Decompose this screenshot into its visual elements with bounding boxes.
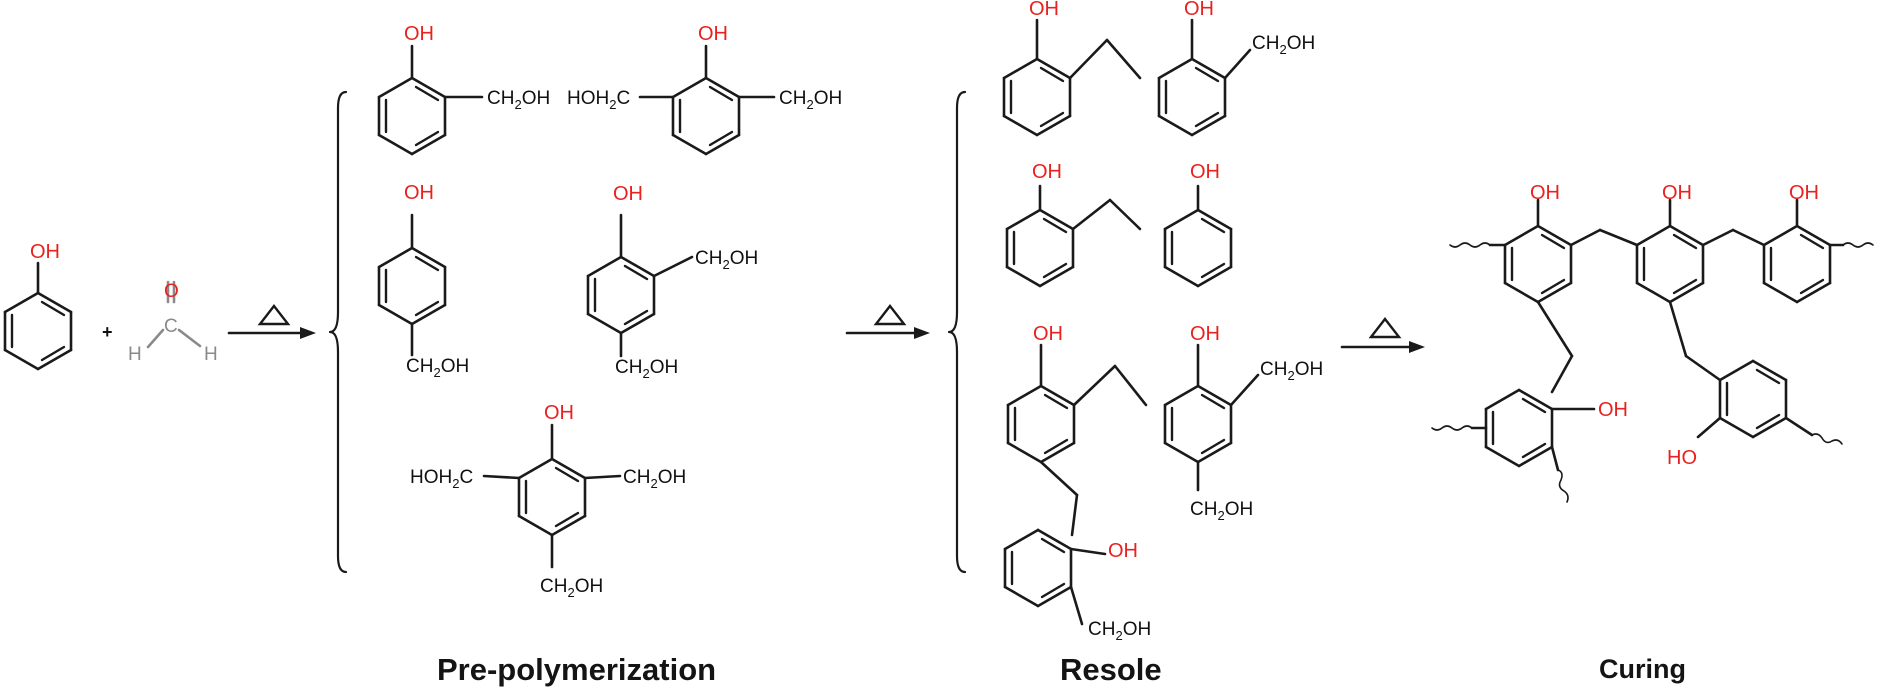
chain-continuation-icon bbox=[1842, 242, 1874, 248]
hydroxyl-label: OH bbox=[404, 182, 434, 204]
methylol-label: HOH2C bbox=[567, 88, 630, 112]
plus-sign: + bbox=[102, 322, 113, 342]
2-6-dimethylol-phenol: OH HOH2C CH2OH bbox=[567, 23, 842, 156]
2-4-dimethylol-phenol: OH CH2OH CH2OH bbox=[586, 183, 758, 381]
methylol-label: CH2OH bbox=[487, 88, 550, 112]
hydroxyl-label: OH bbox=[1108, 540, 1138, 562]
chain-continuation-icon bbox=[1811, 433, 1843, 445]
methylol-label: CH2OH bbox=[1088, 619, 1151, 643]
resole-dimer: OH OH bbox=[1005, 161, 1233, 288]
heat-delta-icon bbox=[1368, 317, 1402, 339]
methylol-label: CH2OH bbox=[540, 576, 603, 600]
curly-brace-icon bbox=[328, 90, 348, 574]
methylol-label: CH2OH bbox=[406, 356, 469, 380]
hydroxyl-label: OH bbox=[544, 402, 574, 424]
2-4-6-trimethylol-phenol: OH HOH2C CH2OH CH2OH bbox=[410, 402, 686, 600]
hydroxyl-label: HO bbox=[1667, 447, 1697, 469]
arrow-head-icon bbox=[914, 327, 930, 339]
methylol-label: CH2OH bbox=[695, 248, 758, 272]
chain-continuation-icon bbox=[1449, 242, 1491, 248]
methylol-label: CH2OH bbox=[1252, 33, 1315, 57]
heat-delta-icon bbox=[873, 304, 907, 326]
hydroxyl-label: OH bbox=[1530, 182, 1560, 204]
p-hydroxymethyl-phenol: OH CH2OH bbox=[377, 182, 469, 380]
hydroxyl-label: OH bbox=[1190, 323, 1220, 345]
reaction-arrow-2 bbox=[845, 304, 930, 339]
methylol-label: CH2OH bbox=[779, 88, 842, 112]
hydroxyl-label: OH bbox=[1190, 161, 1220, 183]
hydroxyl-label: OH bbox=[1662, 182, 1692, 204]
hydroxyl-label: OH bbox=[1033, 323, 1063, 345]
hydroxyl-label: OH bbox=[613, 183, 643, 205]
formaldehyde-molecule: O C H H bbox=[128, 280, 218, 365]
reaction-arrow-1 bbox=[227, 304, 316, 339]
arrow-head-icon bbox=[300, 327, 316, 339]
phenol-molecule: OH bbox=[3, 241, 73, 371]
o-hydroxymethyl-phenol: OH CH2OH bbox=[377, 23, 550, 156]
hydroxyl-label: OH bbox=[1598, 399, 1628, 421]
curly-brace-icon bbox=[947, 90, 967, 574]
cured-network: OH OH OH OH HO bbox=[1431, 182, 1874, 503]
caption-resole: Resole bbox=[1060, 652, 1162, 687]
arrow-head-icon bbox=[1409, 341, 1425, 353]
hydroxyl-label: OH bbox=[698, 23, 728, 45]
methylol-label: CH2OH bbox=[615, 357, 678, 381]
heat-delta-icon bbox=[257, 304, 291, 326]
methylol-label: HOH2C bbox=[410, 467, 473, 491]
resole-trimer: OH OH CH2OH CH2OH OH CH2OH bbox=[1003, 323, 1323, 643]
hydroxyl-label: OH bbox=[404, 23, 434, 45]
methylol-label: CH2OH bbox=[1190, 499, 1253, 523]
formaldehyde-oxygen-label: O bbox=[164, 281, 179, 302]
hydroxyl-label: OH bbox=[1032, 161, 1062, 183]
hydroxyl-label: OH bbox=[1789, 182, 1819, 204]
methylol-label: CH2OH bbox=[623, 467, 686, 491]
caption-pre-polymerization: Pre-polymerization bbox=[437, 652, 716, 687]
caption-curing: Curing bbox=[1599, 654, 1686, 684]
hydroxyl-label: OH bbox=[1184, 0, 1214, 20]
chain-continuation-icon bbox=[1557, 469, 1569, 503]
hydroxyl-label: OH bbox=[1029, 0, 1059, 20]
methylol-label: CH2OH bbox=[1260, 359, 1323, 383]
hydroxyl-label: OH bbox=[30, 241, 60, 263]
chain-continuation-icon bbox=[1431, 425, 1473, 431]
reaction-arrow-3 bbox=[1340, 317, 1425, 353]
resole-dimer-methylol: OH OH CH2OH bbox=[1002, 0, 1315, 137]
formaldehyde-hydrogen-label: H bbox=[128, 344, 142, 365]
formaldehyde-carbon-label: C bbox=[164, 316, 178, 337]
formaldehyde-hydrogen-label: H bbox=[204, 344, 218, 365]
